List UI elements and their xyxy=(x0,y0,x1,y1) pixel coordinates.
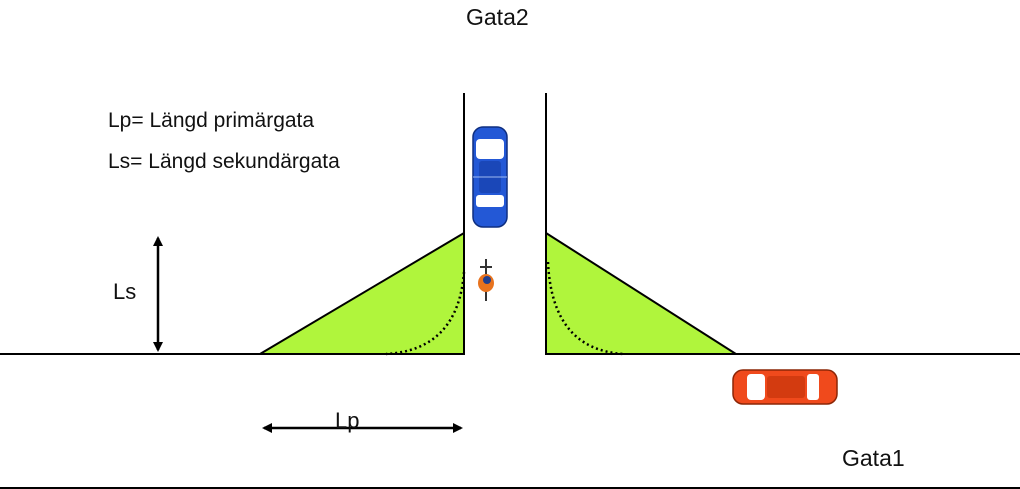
curve-left xyxy=(385,271,466,356)
lp-dimension-label: Lp xyxy=(335,408,360,433)
sight-triangle-left xyxy=(256,231,465,355)
street-name-gata1: Gata1 xyxy=(842,445,905,471)
ls-dimension-label: Ls xyxy=(113,279,137,304)
red-car-icon xyxy=(732,369,838,405)
street-name-gata2: Gata2 xyxy=(466,4,529,30)
legend-lp: Lp= Längd primärgata xyxy=(108,109,315,132)
cyclist-icon xyxy=(478,259,494,301)
legend-ls: Ls= Längd sekundärgata xyxy=(108,150,340,173)
curve-right xyxy=(546,261,625,356)
blue-car-icon xyxy=(472,126,508,228)
